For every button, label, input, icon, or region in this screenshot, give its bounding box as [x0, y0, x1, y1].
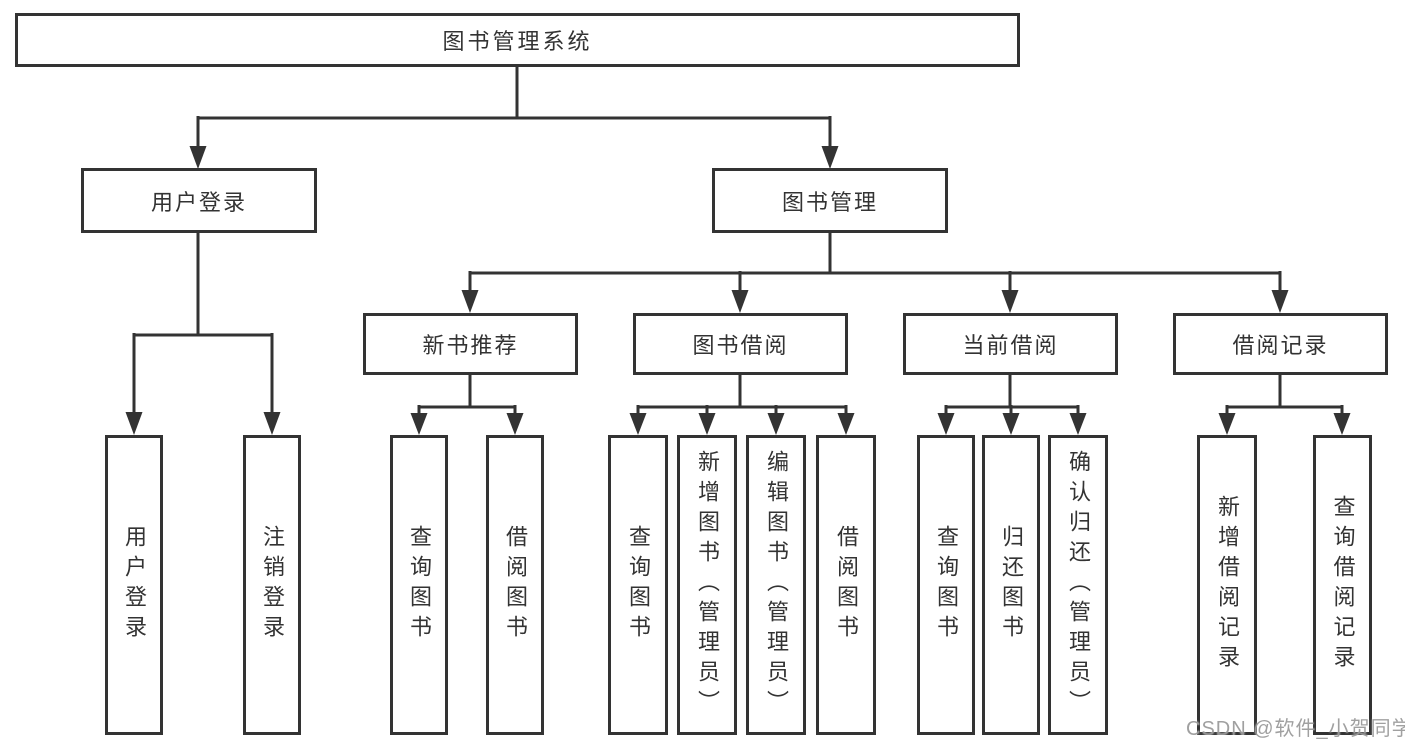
leaf-user-login: 用户登录 [105, 435, 163, 735]
leaf-label: 借阅图书 [834, 525, 859, 645]
leaf-return-books: 归还图书 [982, 435, 1040, 735]
leaf-logout-login: 注销登录 [243, 435, 301, 735]
leaf-label: 确认归还（管理员） [1066, 450, 1091, 720]
node-current-borrow: 当前借阅 [903, 313, 1118, 375]
leaf-label: 查询借阅记录 [1330, 495, 1356, 675]
leaf-label: 用户登录 [122, 525, 147, 645]
connector-root [189, 67, 839, 169]
leaf-query-books: 查询图书 [390, 435, 448, 735]
csdn-watermark: CSDN @软件_小贺同学 [1186, 718, 1405, 740]
node-user-login: 用户登录 [81, 168, 317, 233]
node-label: 借阅记录 [1232, 333, 1329, 358]
leaf-label: 新增图书（管理员） [695, 450, 720, 720]
leaf-borrow-books: 借阅图书 [486, 435, 544, 735]
leaf-confirm-return-admin: 确认归还（管理员） [1048, 435, 1108, 735]
node-borrow-records: 借阅记录 [1173, 313, 1388, 375]
connector-new-book [410, 375, 524, 435]
node-label: 当前借阅 [962, 333, 1059, 358]
leaf-borrow-books-2: 借阅图书 [816, 435, 876, 735]
leaf-label: 查询图书 [626, 525, 651, 645]
leaf-label: 查询图书 [934, 525, 959, 645]
node-label: 用户登录 [150, 189, 247, 215]
leaf-query-books-3: 查询图书 [917, 435, 975, 735]
leaf-label: 查询图书 [407, 525, 432, 645]
leaf-label: 新增借阅记录 [1215, 495, 1240, 675]
node-label: 图书管理 [781, 189, 878, 215]
node-label: 新书推荐 [422, 333, 519, 358]
leaf-label: 注销登录 [260, 525, 285, 645]
leaf-label: 借阅图书 [503, 525, 528, 645]
leaf-label: 归还图书 [999, 525, 1024, 645]
leaf-add-borrow-record: 新增借阅记录 [1197, 435, 1257, 735]
connector-current-borrow [937, 375, 1087, 435]
leaf-label: 编辑图书（管理员） [764, 450, 789, 720]
node-book-management: 图书管理 [712, 168, 948, 233]
connector-user-login [125, 233, 281, 435]
node-library-system: 图书管理系统 [15, 13, 1020, 67]
node-label: 图书管理系统 [442, 29, 593, 54]
connector-book-mgmt [461, 233, 1289, 313]
node-new-book-recommend: 新书推荐 [363, 313, 578, 375]
leaf-add-books-admin: 新增图书（管理员） [677, 435, 737, 735]
leaf-edit-books-admin: 编辑图书（管理员） [746, 435, 806, 735]
node-book-borrow: 图书借阅 [633, 313, 848, 375]
node-label: 图书借阅 [692, 333, 789, 358]
leaf-query-borrow-record: 查询借阅记录 [1313, 435, 1372, 735]
leaf-query-books-2: 查询图书 [608, 435, 668, 735]
connector-book-borrow [629, 375, 855, 435]
connector-borrow-records [1218, 375, 1351, 435]
